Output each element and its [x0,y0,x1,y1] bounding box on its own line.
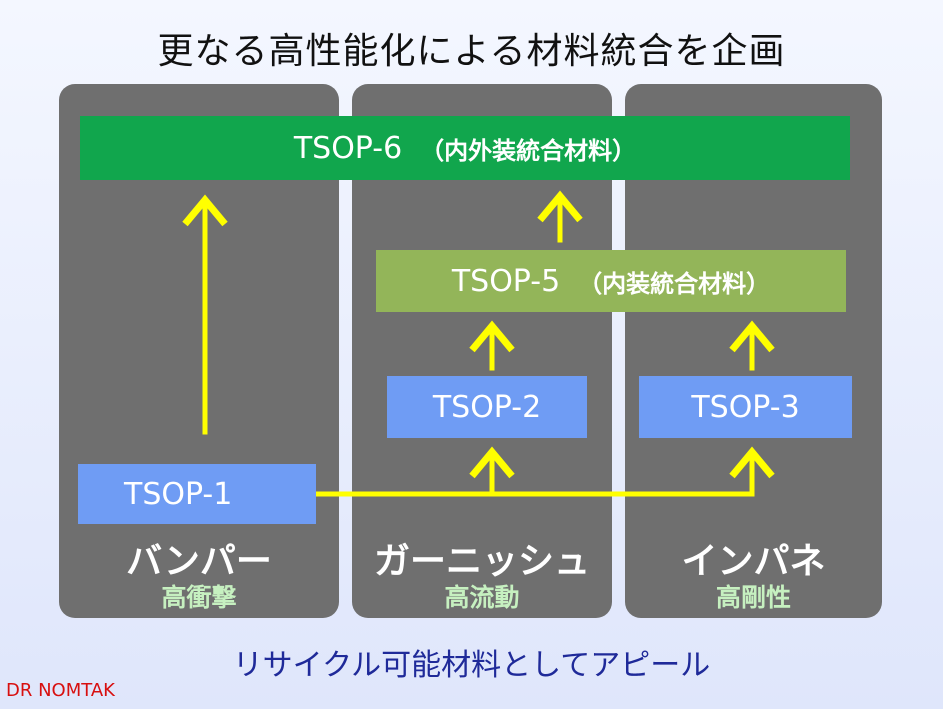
column-title-garnish: ガーニッシュ [373,541,590,582]
tsop5-sub: （内装統合材料） [578,269,771,298]
arrow-tsop2-to-tsop5-head [469,320,515,353]
tsop1-label: TSOP-1 [124,476,233,512]
tsop5-label: TSOP-5 [451,263,561,299]
page-title: 更なる高性能化による材料統合を企画 [157,31,786,72]
tsop3-box: TSOP-3 [639,376,852,438]
tsop6-box: TSOP-6 （内外装統合材料） [80,116,850,180]
arrow-to-tsop2-head [469,446,515,479]
tsop3-label: TSOP-3 [691,389,800,425]
column-title-instrument-panel: インパネ [681,541,826,582]
tsop1-box: TSOP-1 [78,464,316,524]
arrow-tsop5-to-tsop6-head [537,190,583,223]
author-credit: DR NOMTAK [6,680,115,701]
arrow-group [182,190,775,497]
footer-note: リサイクル可能材料としてアピール [232,648,711,683]
tsop6-label: TSOP-6 [293,130,403,166]
tsop6-sub: （内外装統合材料） [420,136,637,165]
column-sub-garnish: 高流動 [444,583,520,612]
arrow-tsop3-to-tsop5-head [729,320,775,353]
tsop2-label: TSOP-2 [432,389,542,425]
tsop2-box: TSOP-2 [387,376,587,438]
tsop5-box: TSOP-5 （内装統合材料） [376,250,846,312]
arrow-tsop1-to-tsop6-head [182,194,228,227]
column-sub-bumper: 高衝撃 [161,583,237,612]
column-title-bumper: バンパー [126,541,272,582]
arrow-to-tsop3-head [729,446,775,479]
column-sub-instrument-panel: 高剛性 [715,583,791,612]
